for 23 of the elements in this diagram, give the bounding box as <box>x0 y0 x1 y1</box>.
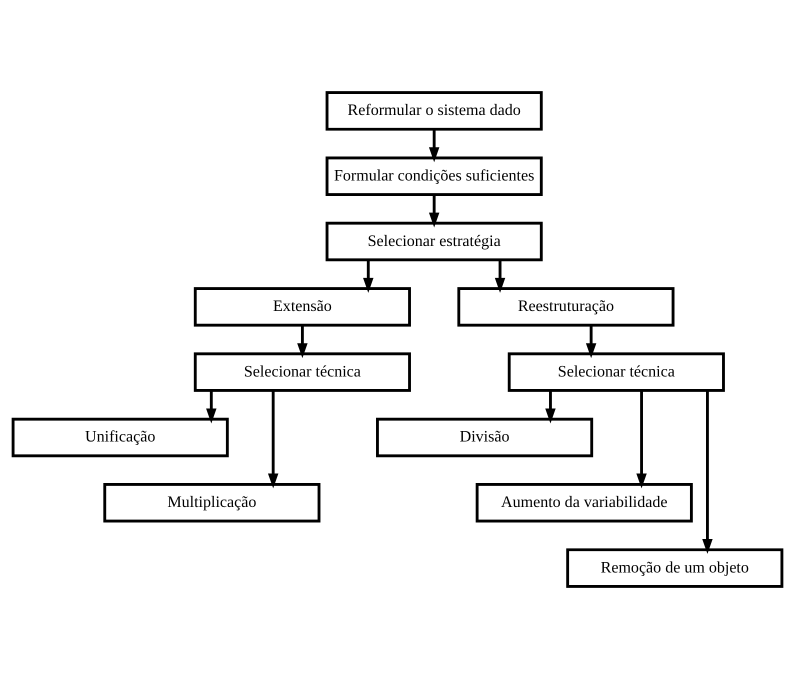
arrow <box>545 390 556 424</box>
arrow <box>428 194 440 228</box>
node-box: Aumento da variabilidade <box>476 483 693 523</box>
node-box: Extensão <box>194 287 411 327</box>
node-box: Remoção de um objeto <box>566 548 784 588</box>
node-box: Selecionar técnica <box>508 352 725 392</box>
arrow <box>297 325 308 358</box>
arrow <box>586 325 596 358</box>
node-box: Reestruturação <box>457 287 674 327</box>
node-box: Unificação <box>12 418 229 458</box>
node-box: Divisão <box>376 418 594 458</box>
node-box: Reformular o sistema dado <box>326 91 543 131</box>
node-box: Selecionar estratégia <box>326 222 543 262</box>
arrow <box>428 129 440 162</box>
node-box: Formular condições suficientes <box>326 156 543 196</box>
arrow <box>206 390 217 424</box>
node-box: Multiplicação <box>103 483 320 523</box>
arrow <box>363 260 374 293</box>
arrow <box>494 260 506 293</box>
arrow <box>702 390 713 554</box>
arrow <box>268 390 278 488</box>
arrow <box>636 390 647 488</box>
node-box: Selecionar técnica <box>194 352 411 392</box>
